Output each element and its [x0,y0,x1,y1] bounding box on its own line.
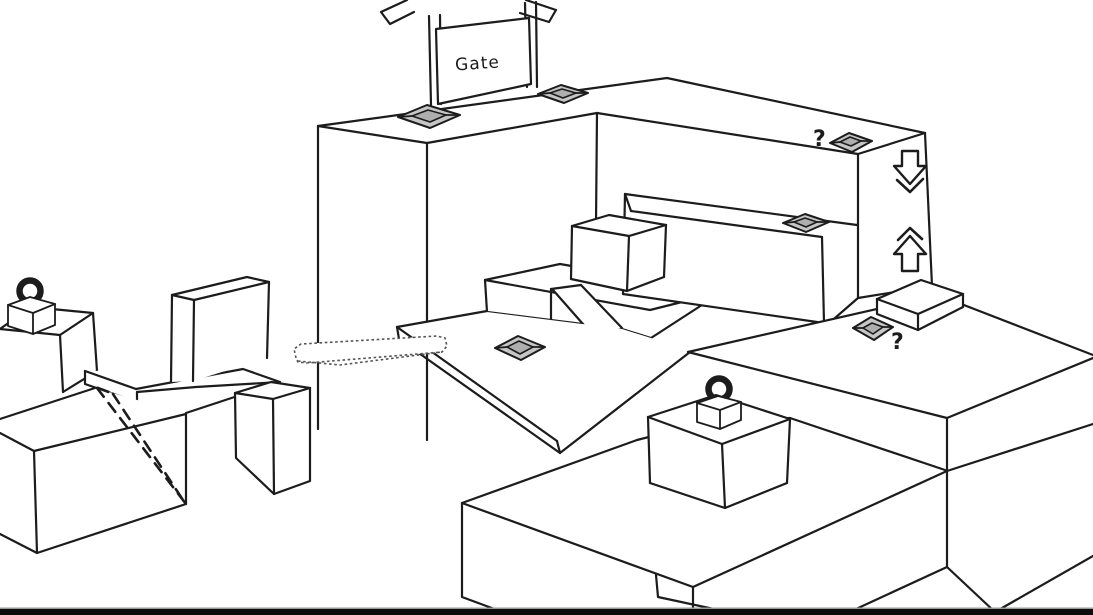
socket-icon [397,104,461,129]
letterbox-bar [0,609,1093,615]
socket-icon [782,213,830,233]
socket-icon [537,84,589,104]
crate-small [233,380,312,496]
beam-ledge [621,192,859,325]
fin-wall [169,275,271,384]
down-arrow-icon [892,149,928,194]
question-mark-bottom: ? [891,330,904,355]
question-mark-top: ? [813,127,826,152]
step-cube [569,213,668,293]
mini-cube [696,395,742,430]
gate: Gate [379,0,558,107]
right-platform [686,293,1093,615]
crate-left-big [0,386,188,555]
gate-sign-label: Gate [454,52,500,75]
up-arrow-icon [892,226,928,273]
hidden-edges [95,386,188,506]
flat-slab [875,278,965,332]
mini-cube [7,296,56,335]
mid-platform [395,309,700,456]
cube-pedestal-center [646,375,792,510]
socket-icon [494,335,546,361]
socket-icon [829,132,873,153]
ghost-plank [293,335,448,366]
letterbox-edge [0,607,1093,610]
socket-icon [852,316,894,341]
